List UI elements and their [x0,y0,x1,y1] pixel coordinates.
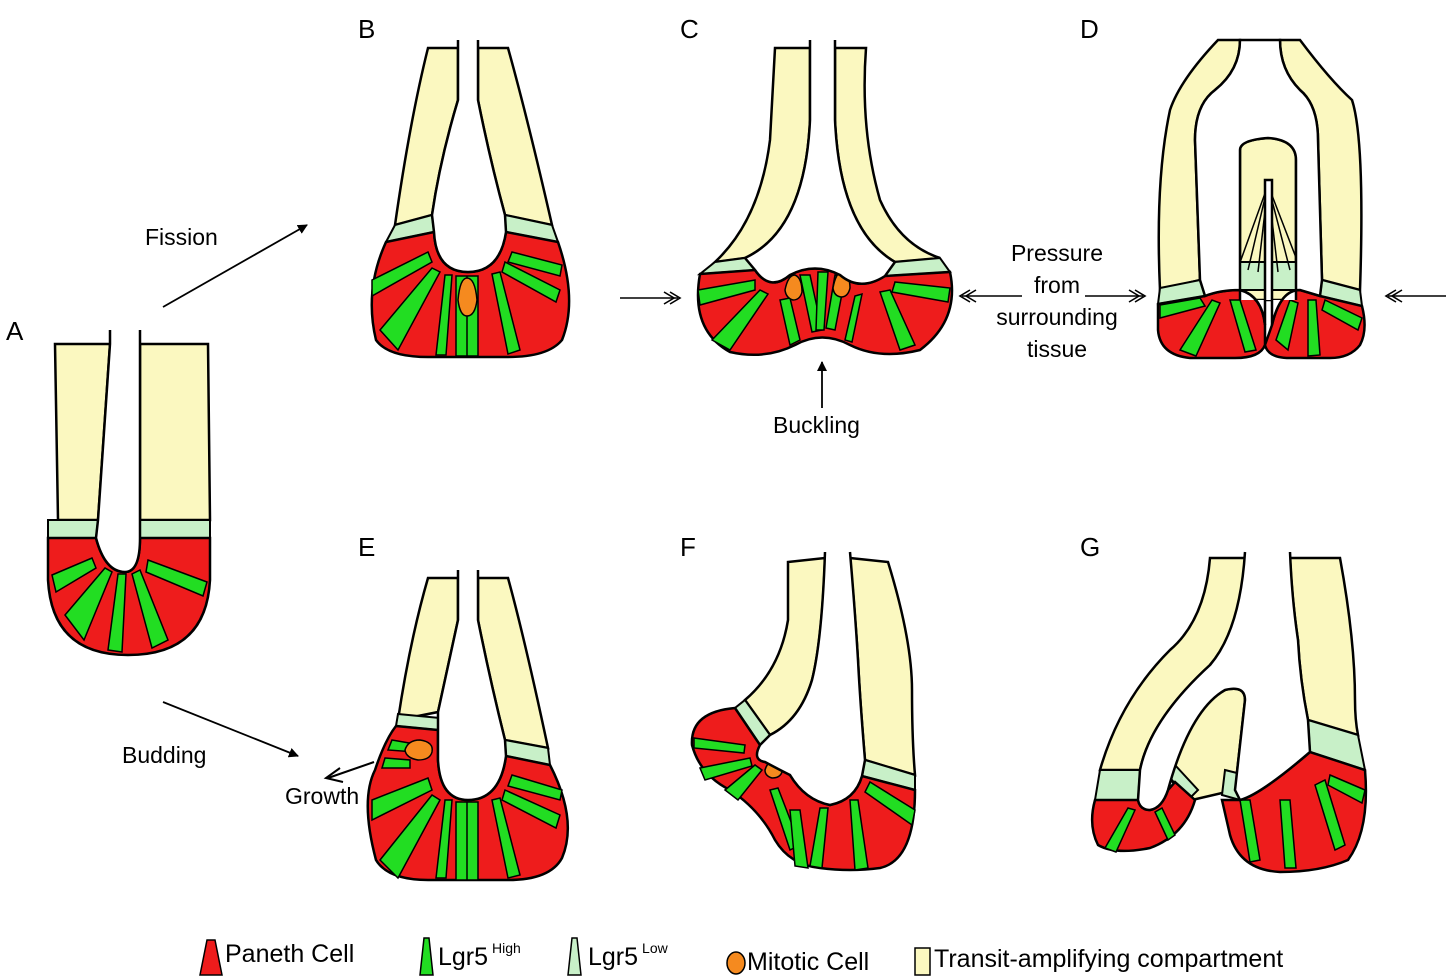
panel-letter-b: B [358,14,375,44]
legend-paneth-label: Paneth Cell [225,940,354,968]
legend-mitotic-label: Mitotic Cell [747,948,869,976]
pressure-arrow-right [1085,290,1145,302]
pressure-arrow-left [960,290,1022,302]
panel-letter-d: D [1080,14,1099,44]
growth-label: Growth [285,783,359,809]
panel-letter-c: C [680,14,699,44]
panel-f-crypt [692,552,915,870]
panel-letter-f: F [680,532,696,562]
legend-mitotic-swatch [727,952,745,974]
growth-arrow [326,762,374,782]
pressure-arrow-d [1386,290,1446,302]
panel-b-mitotic-cell [458,278,477,316]
buckling-label: Buckling [773,412,860,438]
panel-e-mitotic-cell [405,740,432,760]
legend-lgr5-high-swatch [420,938,433,975]
panel-c-crypt [698,40,952,355]
panel-e-crypt [368,570,568,880]
panel-letter-a: A [6,316,24,346]
pressure-label-line-1: Pressure [1011,240,1103,266]
panel-a-crypt [48,330,210,655]
legend-paneth-swatch [200,940,222,975]
panel-g-crypt [1092,552,1366,872]
budding-label: Budding [122,742,206,768]
panel-b-crypt [372,40,569,357]
fission-label: Fission [145,224,218,250]
panel-letter-e: E [358,532,375,562]
legend-transit-swatch [915,948,930,975]
legend-lgr5-low-swatch [568,938,581,975]
panel-letter-g: G [1080,532,1100,562]
pressure-label-line-3: surrounding [996,304,1117,330]
panel-d-crypt [1158,40,1365,358]
legend-transit-label: Transit-amplifying compartment [934,945,1283,973]
pressure-label-line-2: from [1034,272,1080,298]
pressure-label-line-4: tissue [1027,336,1087,362]
pressure-arrow-b-c [620,292,680,304]
